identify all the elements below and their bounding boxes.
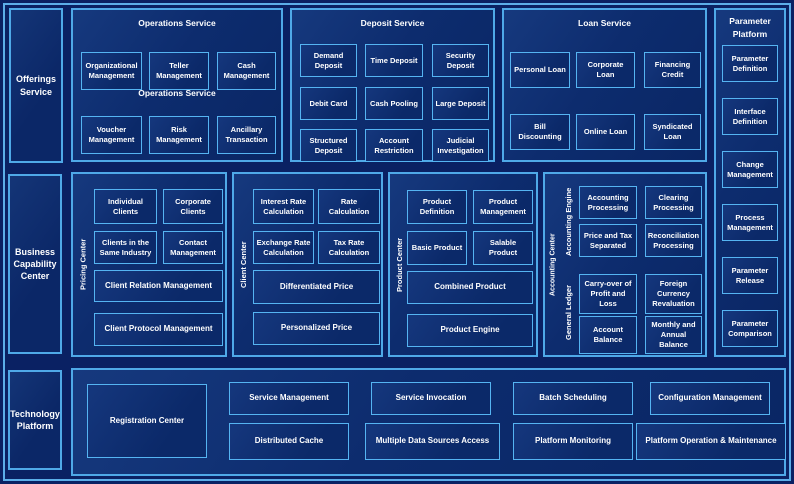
box-cash-pooling: Cash Pooling <box>365 87 423 120</box>
box-reconciliation-processing: Reconciliation Processing <box>645 224 702 257</box>
box-debit-card: Debit Card <box>300 87 357 120</box>
box-individual-clients: Individual Clients <box>94 189 157 224</box>
box-rate-calculation: Rate Calculation <box>318 189 380 224</box>
box-change-management: Change Management <box>722 151 778 188</box>
box-time-deposit: Time Deposit <box>365 44 423 77</box>
box-financing-credit: Financing Credit <box>644 52 701 88</box>
box-interface-definition: Interface Definition <box>722 98 778 135</box>
panel-parameter-platform: Parameter Platform Parameter Definition … <box>714 8 786 357</box>
box-bill-discounting: Bill Discounting <box>510 114 570 150</box>
box-judicial-investigation: Judicial Investigation <box>432 129 489 162</box>
box-foreign-currency-revaluation: Foreign Currency Revaluation <box>645 274 702 314</box>
box-carry-over-of-profit-and-loss: Carry-over of Profit and Loss <box>579 274 637 314</box>
box-product-definition: Product Definition <box>407 190 467 224</box>
panel-title-parameter-platform: Parameter Platform <box>729 16 771 39</box>
box-client-protocol-management: Client Protocol Management <box>94 313 223 346</box>
panel-technology-platform: Registration Center Service Management S… <box>71 368 786 476</box>
box-corporate-clients: Corporate Clients <box>163 189 223 224</box>
box-tax-rate-calculation: Tax Rate Calculation <box>318 231 380 264</box>
box-platform-operation-maintenance: Platform Operation & Maintenance <box>636 423 786 460</box>
panel-title-operations-service: Operations Service <box>138 18 216 28</box>
box-parameter-comparison: Parameter Comparison <box>722 310 778 347</box>
panel-client-center: Client Center Interest Rate Calculation … <box>232 172 383 357</box>
box-product-engine: Product Engine <box>407 314 533 347</box>
box-account-restriction: Account Restriction <box>365 129 423 162</box>
box-account-balance: Account Balance <box>579 316 637 354</box>
box-distributed-cache: Distributed Cache <box>229 423 349 460</box>
box-teller-management: Teller Management <box>149 52 209 90</box>
box-combined-product: Combined Product <box>407 271 533 304</box>
panel-subtitle-operations-service: Operations Service <box>138 88 216 98</box>
panel-title-deposit-service: Deposit Service <box>360 18 425 28</box>
box-exchange-rate-calculation: Exchange Rate Calculation <box>253 231 314 264</box>
vertical-label-client-center: Client Center <box>238 241 248 288</box>
panel-loan-service: Loan Service Personal Loan Corporate Loa… <box>502 8 707 162</box>
box-organizational-management: Organizational Management <box>81 52 142 90</box>
box-voucher-management: Voucher Management <box>81 116 142 154</box>
box-salable-product: Salable Product <box>473 231 533 265</box>
panel-pricing-center: Pricing Center Individual Clients Corpor… <box>71 172 227 357</box>
box-structured-deposit: Structured Deposit <box>300 129 357 162</box>
panel-product-center: Product Center Product Definition Produc… <box>388 172 538 357</box>
box-multiple-data-sources-access: Multiple Data Sources Access <box>365 423 500 460</box>
box-client-relation-management: Client Relation Management <box>94 270 223 302</box>
box-online-loan: Online Loan <box>576 114 635 150</box>
box-large-deposit: Large Deposit <box>432 87 489 120</box>
box-parameter-release: Parameter Release <box>722 257 778 294</box>
box-personal-loan: Personal Loan <box>510 52 570 88</box>
box-contact-management: Contact Management <box>163 231 223 264</box>
box-differentiated-price: Differentiated Price <box>253 270 380 304</box>
box-price-and-tax-separated: Price and Tax Separated <box>579 224 637 257</box>
panel-accounting-center: Accounting Center Accounting Engine Gene… <box>543 172 707 357</box>
vertical-label-accounting-center: Accounting Center <box>549 233 557 296</box>
vertical-label-accounting-engine: Accounting Engine <box>563 187 573 257</box>
box-security-deposit: Security Deposit <box>432 44 489 77</box>
box-basic-product: Basic Product <box>407 231 467 265</box>
box-batch-scheduling: Batch Scheduling <box>513 382 633 415</box>
box-monthly-and-annual-balance: Monthly and Annual Balance <box>645 316 702 354</box>
box-ancillary-transaction: Ancillary Transaction <box>217 116 276 154</box>
box-product-management: Product Management <box>473 190 533 224</box>
box-risk-management: Risk Management <box>149 116 209 154</box>
box-corporate-loan: Corporate Loan <box>576 52 635 88</box>
box-service-management: Service Management <box>229 382 349 415</box>
panel-operations-service: Operations Service Organizational Manage… <box>71 8 283 162</box>
box-platform-monitoring: Platform Monitoring <box>513 423 633 460</box>
vertical-label-pricing-center: Pricing Center <box>78 238 88 291</box>
box-clearing-processing: Clearing Processing <box>645 186 702 219</box>
box-clients-in-the-same-industry: Clients in the Same Industry <box>94 231 157 264</box>
box-configuration-management: Configuration Management <box>650 382 770 415</box>
box-parameter-definition: Parameter Definition <box>722 45 778 82</box>
side-label-business-capability-center: Business Capability Center <box>8 174 62 354</box>
box-registration-center: Registration Center <box>87 384 207 458</box>
box-personalized-price: Personalized Price <box>253 312 380 345</box>
box-syndicated-loan: Syndicated Loan <box>644 114 701 150</box>
panel-title-loan-service: Loan Service <box>578 18 631 28</box>
box-cash-management: Cash Management <box>217 52 276 90</box>
side-label-technology-platform: Technology Platform <box>8 370 62 470</box>
box-demand-deposit: Demand Deposit <box>300 44 357 77</box>
side-label-offerings-service: Offerings Service <box>9 8 63 163</box>
vertical-label-product-center: Product Center <box>394 237 404 292</box>
box-interest-rate-calculation: Interest Rate Calculation <box>253 189 314 224</box>
panel-deposit-service: Deposit Service Demand Deposit Time Depo… <box>290 8 495 162</box>
box-service-invocation: Service Invocation <box>371 382 491 415</box>
box-accounting-processing: Accounting Processing <box>579 186 637 219</box>
box-process-management: Process Management <box>722 204 778 241</box>
vertical-label-general-ledger: General Ledger <box>563 284 573 340</box>
